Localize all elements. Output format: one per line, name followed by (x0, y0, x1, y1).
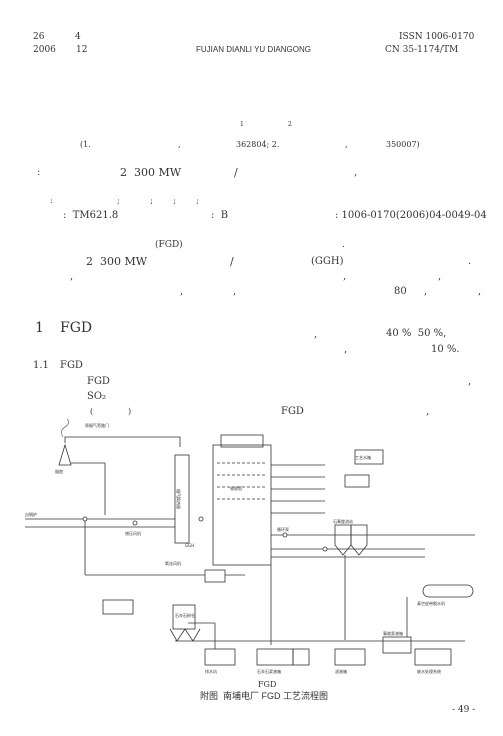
limestone-box (102, 599, 134, 615)
intro-comma-b: , (343, 271, 347, 282)
intro-capacity: 2 300 MW (86, 255, 148, 268)
absorber-tower (212, 444, 272, 566)
section-1-1-fgd: FGD (87, 376, 110, 387)
header-issn: ISSN 1006-0170 (399, 32, 475, 42)
intro-comma-a: , (70, 271, 74, 282)
section-1-1-so2: SO₂ (87, 391, 107, 402)
section-1-1-comma: , (468, 376, 472, 387)
document-code: : B (211, 210, 229, 221)
section-1-percent: 40 % 50 %, (386, 328, 447, 339)
gypsum-label: 石膏旋流站 (333, 518, 353, 524)
intro-fgd: (FGD) (155, 240, 183, 250)
affiliation-comma-1: , (178, 140, 181, 149)
ash-label: 事故浆液箱 (383, 630, 403, 636)
intro-eighty: 80 (394, 286, 407, 297)
affiliation-postcode-1: 362804; 2. (236, 140, 280, 149)
figure-caption: 附图 南埔电厂 FGD 工艺流程图 (200, 691, 329, 701)
section-1-number: 1 (35, 320, 44, 336)
intro-period: . (342, 240, 345, 250)
author-sup-2: 2 (288, 121, 292, 128)
affiliation-comma-2: , (345, 140, 348, 149)
intro-dot: . (468, 256, 472, 267)
affiliation-prefix: (1. (80, 140, 91, 149)
recycle-label: 循环泵 (277, 526, 289, 532)
header-cn: CN 35-1174/TM (385, 45, 459, 55)
chimney-icon (58, 418, 72, 466)
fgd-process-flow-diagram: 烟囱 原烟气旁路门 烟气换热器 吸收塔 GGH 自锅炉 增压风机 石膏旋流站 真… (25, 418, 475, 674)
fan-label: 增压风机 (125, 530, 141, 536)
keywords-colon: : (50, 196, 53, 205)
author-sup-1: 1 (240, 121, 244, 128)
section-1-1-paren-close: ) (128, 407, 132, 416)
section-1-1-title: FGD (60, 360, 83, 371)
intro-comma-d: , (180, 286, 184, 297)
abstract-capacity: 2 300 MW (120, 166, 182, 179)
intro-comma-g: , (478, 286, 482, 297)
oxidation-air-label: 氧化风机 (165, 560, 181, 566)
flue-duct-label: 烟气换热器 (176, 489, 182, 509)
abstract-colon: : (37, 167, 41, 178)
section-1-comma: , (314, 329, 318, 340)
wastewater-label: 废水处理系统 (417, 668, 441, 674)
ggh-box (174, 454, 190, 544)
section-1-1-comma-2: , (426, 406, 430, 417)
limestone-label: 石灰石粉仓 (175, 612, 195, 618)
wastewater-box (414, 648, 452, 666)
section-1-1-fgd-2: FGD (281, 406, 304, 417)
section-1-comma-2: , (344, 344, 348, 355)
figure-under-label: FGD (258, 680, 277, 689)
header-issue: 4 (75, 32, 81, 42)
process-water-label: 工艺水箱 (355, 454, 371, 460)
intro-comma-e: , (233, 286, 237, 297)
intro-comma-c: , (438, 271, 442, 282)
section-1-1-number: 1.1 (33, 360, 49, 371)
abstract-slash: / (234, 166, 238, 179)
abstract-comma: , (354, 167, 358, 178)
bypass-label: 原烟气旁路门 (85, 422, 109, 428)
process-water-box (344, 474, 370, 488)
header-month: 12 (76, 45, 88, 55)
keywords-separators: ; ; ; ; (117, 196, 199, 205)
section-1-title: FGD (60, 320, 93, 336)
section-1-ten: 10 %. (431, 344, 460, 355)
page-number: - 49 - (452, 705, 476, 715)
belt-filter (422, 584, 474, 598)
chimney-label: 烟囱 (55, 468, 63, 474)
absorber-label: 吸收塔 (230, 485, 242, 491)
intro-comma-f: , (424, 286, 428, 297)
header-journal: FUJIAN DIANLI YU DIANGONG (196, 45, 311, 54)
filtrate-label: 滤液箱 (335, 668, 347, 674)
boiler-label: 自锅炉 (25, 511, 37, 517)
intro-ggh: (GGH) (311, 256, 344, 267)
pit-label: 排水坑 (205, 668, 217, 674)
article-id: : 1006-0170(2006)04-0049-04 (335, 210, 487, 221)
header-year: 2006 (33, 45, 56, 55)
ggh-label: GGH (185, 543, 194, 548)
header-volume: 26 (33, 32, 45, 42)
belt-label: 真空皮带脱水机 (417, 600, 445, 606)
intro-slash: / (230, 255, 234, 268)
slurry-tank-label: 石灰石浆液箱 (257, 668, 281, 674)
clc-number: : TM621.8 (63, 210, 119, 221)
section-1-1-paren-open: ( (90, 407, 94, 416)
affiliation-postcode-2: 350007) (386, 140, 420, 149)
